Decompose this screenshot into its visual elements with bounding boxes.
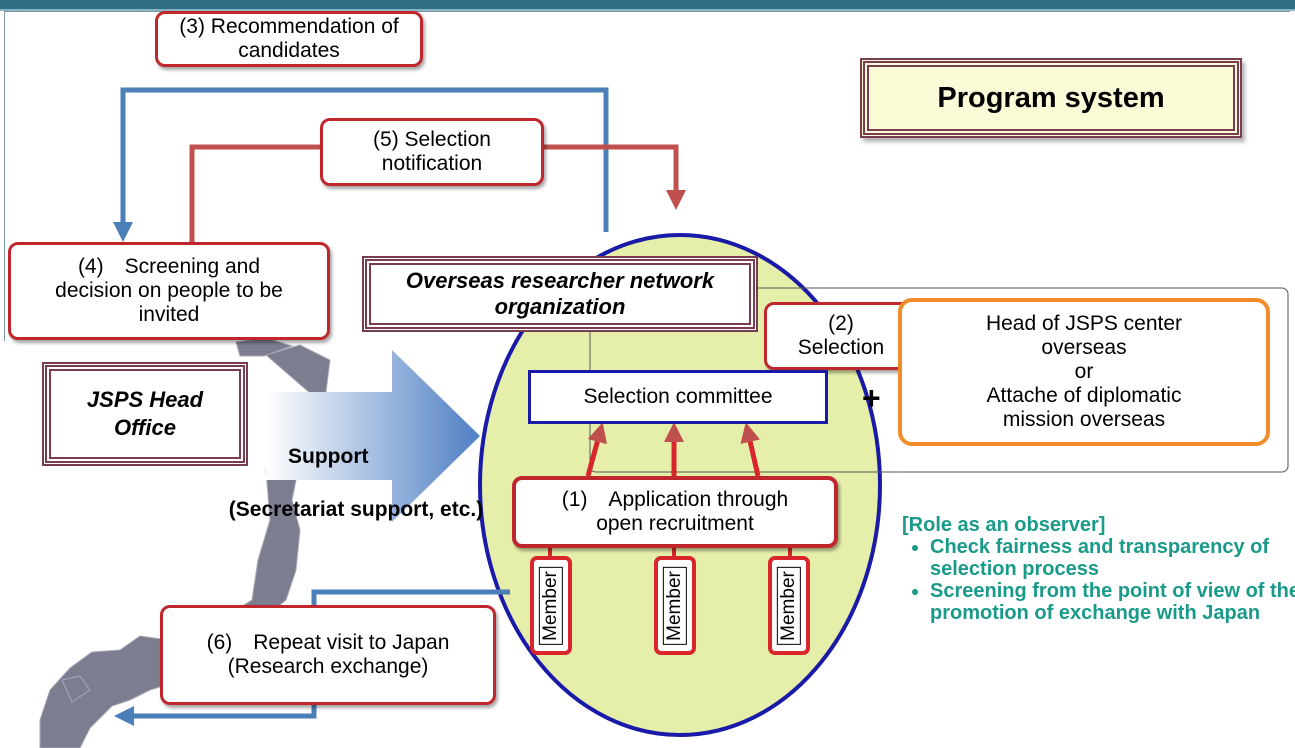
support-arrow — [266, 350, 480, 522]
repeat-visit-box: (6) Repeat visit to Japan (Research exch… — [160, 605, 496, 705]
frame-top-line — [4, 11, 1290, 12]
selection-committee-box: Selection committee — [528, 370, 828, 424]
frame-left-line — [4, 11, 5, 341]
header-bar — [0, 0, 1295, 9]
selection-notification-box: (5) Selection notification — [320, 118, 544, 186]
member-1: Member — [530, 556, 572, 655]
attache-text: Attache of diplomatic mission overseas — [986, 384, 1182, 431]
observer-roles-box: Head of JSPS center overseas or Attache … — [898, 298, 1270, 446]
application-box: (1) Application through open recruitment — [512, 476, 838, 548]
support-label: Support — [288, 445, 369, 468]
selection-text: (2) Selection — [797, 312, 885, 359]
observer-heading: [Role as an observer] — [902, 514, 1106, 536]
selection-box: (2) Selection — [764, 302, 918, 370]
network-organization-box: Overseas researcher network organization — [362, 256, 758, 332]
selection-committee-text: Selection committee — [583, 385, 773, 408]
plus-sign: + — [862, 380, 881, 416]
selection-notification-text: (5) Selection notification — [373, 128, 491, 175]
arrow-app-to-committee-1 — [585, 422, 608, 477]
header-accent — [0, 9, 1295, 11]
arrow-recommendation — [113, 87, 609, 242]
or-text: or — [1074, 360, 1094, 383]
arrow-app-to-committee-3 — [740, 422, 761, 477]
recommendation-text: (3) Recommendation of candidates — [179, 15, 399, 62]
recommendation-box: (3) Recommendation of candidates — [155, 11, 423, 67]
observer-item-2: Screening from the point of view of the … — [930, 580, 1295, 624]
screening-text: (4) Screening and decision on people to … — [55, 255, 283, 326]
member-1-label: Member — [539, 566, 563, 645]
jsps-head-office-box: JSPS Head Office — [42, 362, 248, 466]
support-detail: (Secretariat support, etc.) — [228, 498, 484, 521]
member-3: Member — [768, 556, 810, 655]
program-system-title: Program system — [860, 58, 1242, 138]
repeat-visit-text: (6) Repeat visit to Japan (Research exch… — [206, 631, 450, 678]
application-text: (1) Application through open recruitment — [561, 488, 789, 535]
observer-item-1: Check fairness and transparency of selec… — [930, 536, 1295, 580]
network-organization-text: Overseas researcher network organization — [405, 268, 715, 319]
member-2-label: Member — [663, 566, 687, 645]
program-system-title-text: Program system — [937, 81, 1165, 114]
observer-list: Check fairness and transparency of selec… — [900, 536, 1295, 624]
member-2: Member — [654, 556, 696, 655]
head-center-text: Head of JSPS center overseas — [985, 312, 1183, 359]
jsps-head-office-text: JSPS Head Office — [86, 387, 204, 440]
member-3-label: Member — [777, 566, 801, 645]
screening-box: (4) Screening and decision on people to … — [8, 242, 330, 340]
